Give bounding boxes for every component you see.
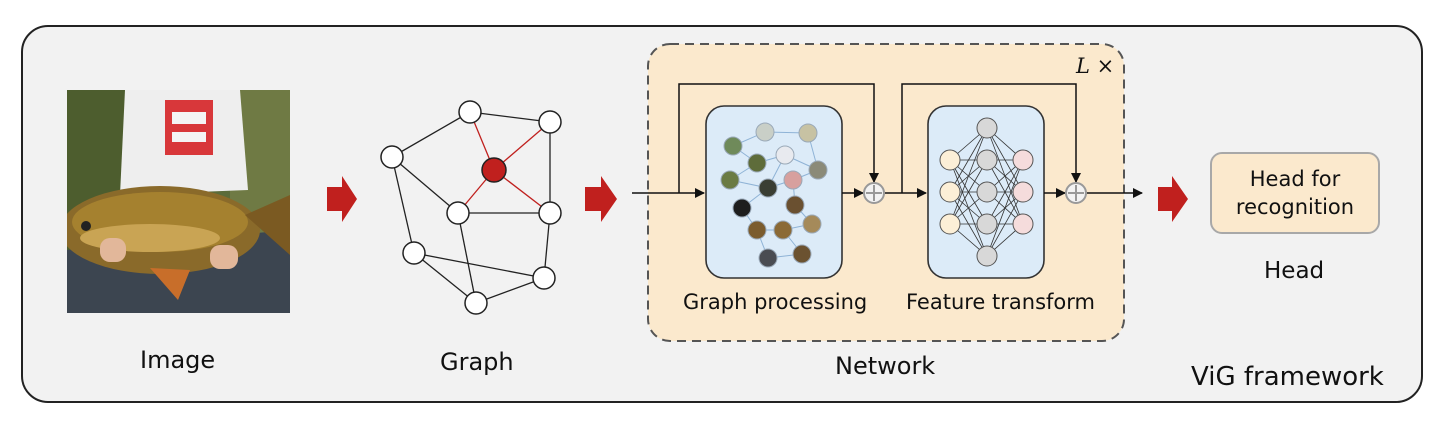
repeat-label: L × (1076, 54, 1115, 78)
head-label: Head (1264, 258, 1325, 284)
graph-node (532, 266, 556, 290)
patch-node (747, 220, 767, 240)
mlp-nodes (939, 117, 1034, 267)
mlp-hidden-node (976, 245, 998, 267)
graph-node (538, 110, 562, 134)
mlp-hidden-node (976, 117, 998, 139)
graph-node (458, 100, 482, 124)
mlp-hidden-node (976, 149, 998, 171)
graph-nodes (380, 100, 562, 315)
graph-edges (391, 111, 551, 304)
arrow-graph-to-network (585, 176, 617, 222)
patch-node (720, 170, 740, 190)
head-for-recognition-box: Head for recognition (1210, 152, 1380, 234)
flow-lines (632, 83, 1143, 198)
patch-node (808, 160, 828, 180)
patch-node (723, 136, 743, 156)
arrow-network-to-head (1158, 176, 1188, 222)
add-operator-1 (863, 182, 885, 204)
patch-node (785, 195, 805, 215)
mlp-hidden-node (976, 181, 998, 203)
framework-label: ViG framework (1191, 362, 1384, 392)
graph-label: Graph (440, 348, 514, 376)
patch-node (773, 220, 793, 240)
graph-node-center (481, 157, 507, 183)
network-label: Network (835, 352, 936, 380)
arrow-image-to-graph (327, 176, 357, 222)
patch-node (802, 214, 822, 234)
head-box-label: Head for recognition (1235, 167, 1355, 219)
add-operator-2 (1065, 182, 1087, 204)
mlp-output-node (1012, 213, 1034, 235)
graph-node (402, 241, 426, 265)
mlp-input-node (939, 181, 961, 203)
patch-node (758, 248, 778, 268)
feature-transform-label: Feature transform (906, 290, 1095, 314)
patch-node (755, 122, 775, 142)
patch-node (792, 244, 812, 264)
graph-node (538, 201, 562, 225)
mlp-output-node (1012, 181, 1034, 203)
patch-node (798, 123, 818, 143)
graph-node (446, 201, 470, 225)
patch-node (747, 153, 767, 173)
image-label: Image (140, 346, 216, 374)
mlp-input-node (939, 213, 961, 235)
patch-node (732, 198, 752, 218)
mlp-output-node (1012, 149, 1034, 171)
input-image (67, 90, 290, 313)
graph-processing-label: Graph processing (683, 290, 868, 314)
patch-node (758, 178, 778, 198)
mlp-input-node (939, 149, 961, 171)
patch-node (775, 145, 795, 165)
patch-node (783, 170, 803, 190)
graph-node (464, 291, 488, 315)
graph-node (380, 145, 404, 169)
patch-nodes (720, 122, 828, 268)
mlp-hidden-node (976, 213, 998, 235)
